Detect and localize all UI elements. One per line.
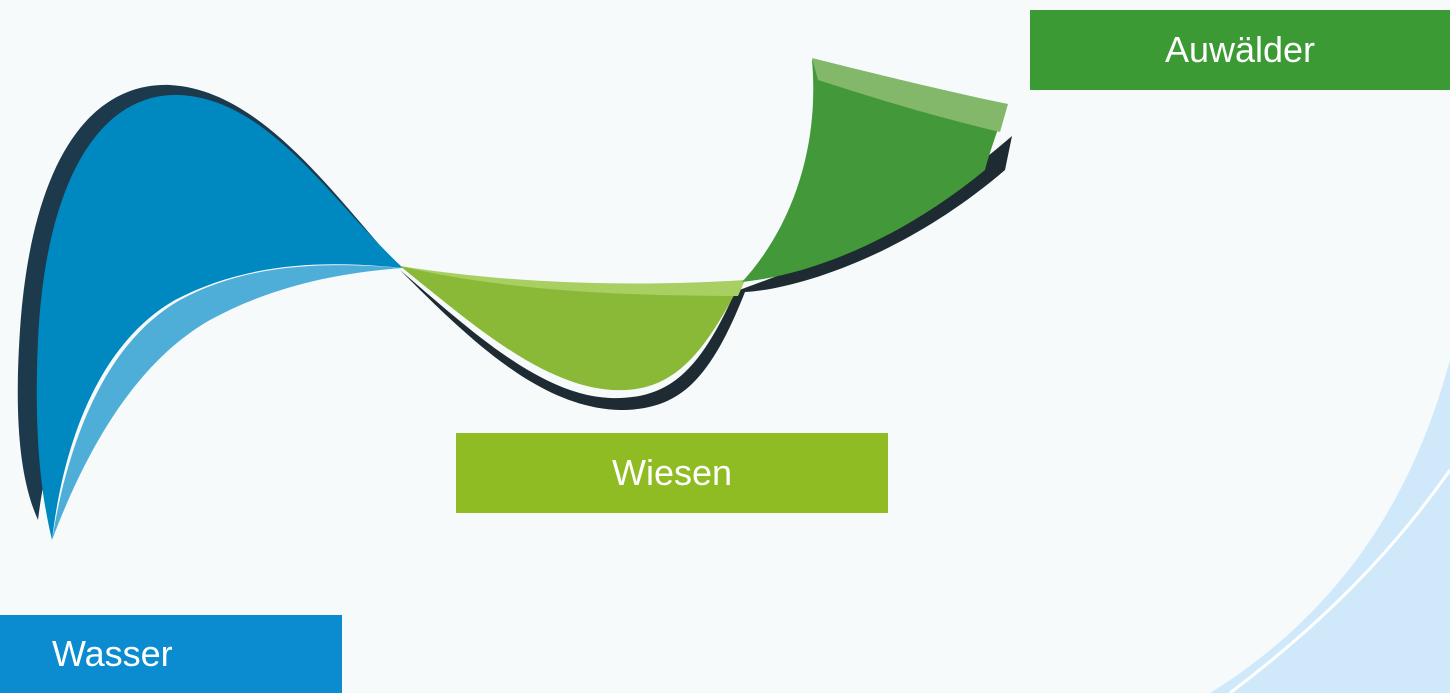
green-dip	[400, 266, 738, 391]
corner-accent-shape	[1210, 360, 1450, 693]
green-rise-highlight	[812, 58, 1008, 132]
label-auwaelder: Auwälder	[1030, 10, 1450, 90]
green-dip-shadow	[400, 136, 1012, 410]
blue-wave	[36, 94, 404, 540]
corner-accent-line	[1229, 469, 1450, 693]
green-dip-highlight	[400, 266, 745, 296]
blue-wave-underside	[52, 265, 403, 540]
label-wiesen: Wiesen	[456, 433, 888, 513]
label-wasser: Wasser	[0, 615, 342, 693]
